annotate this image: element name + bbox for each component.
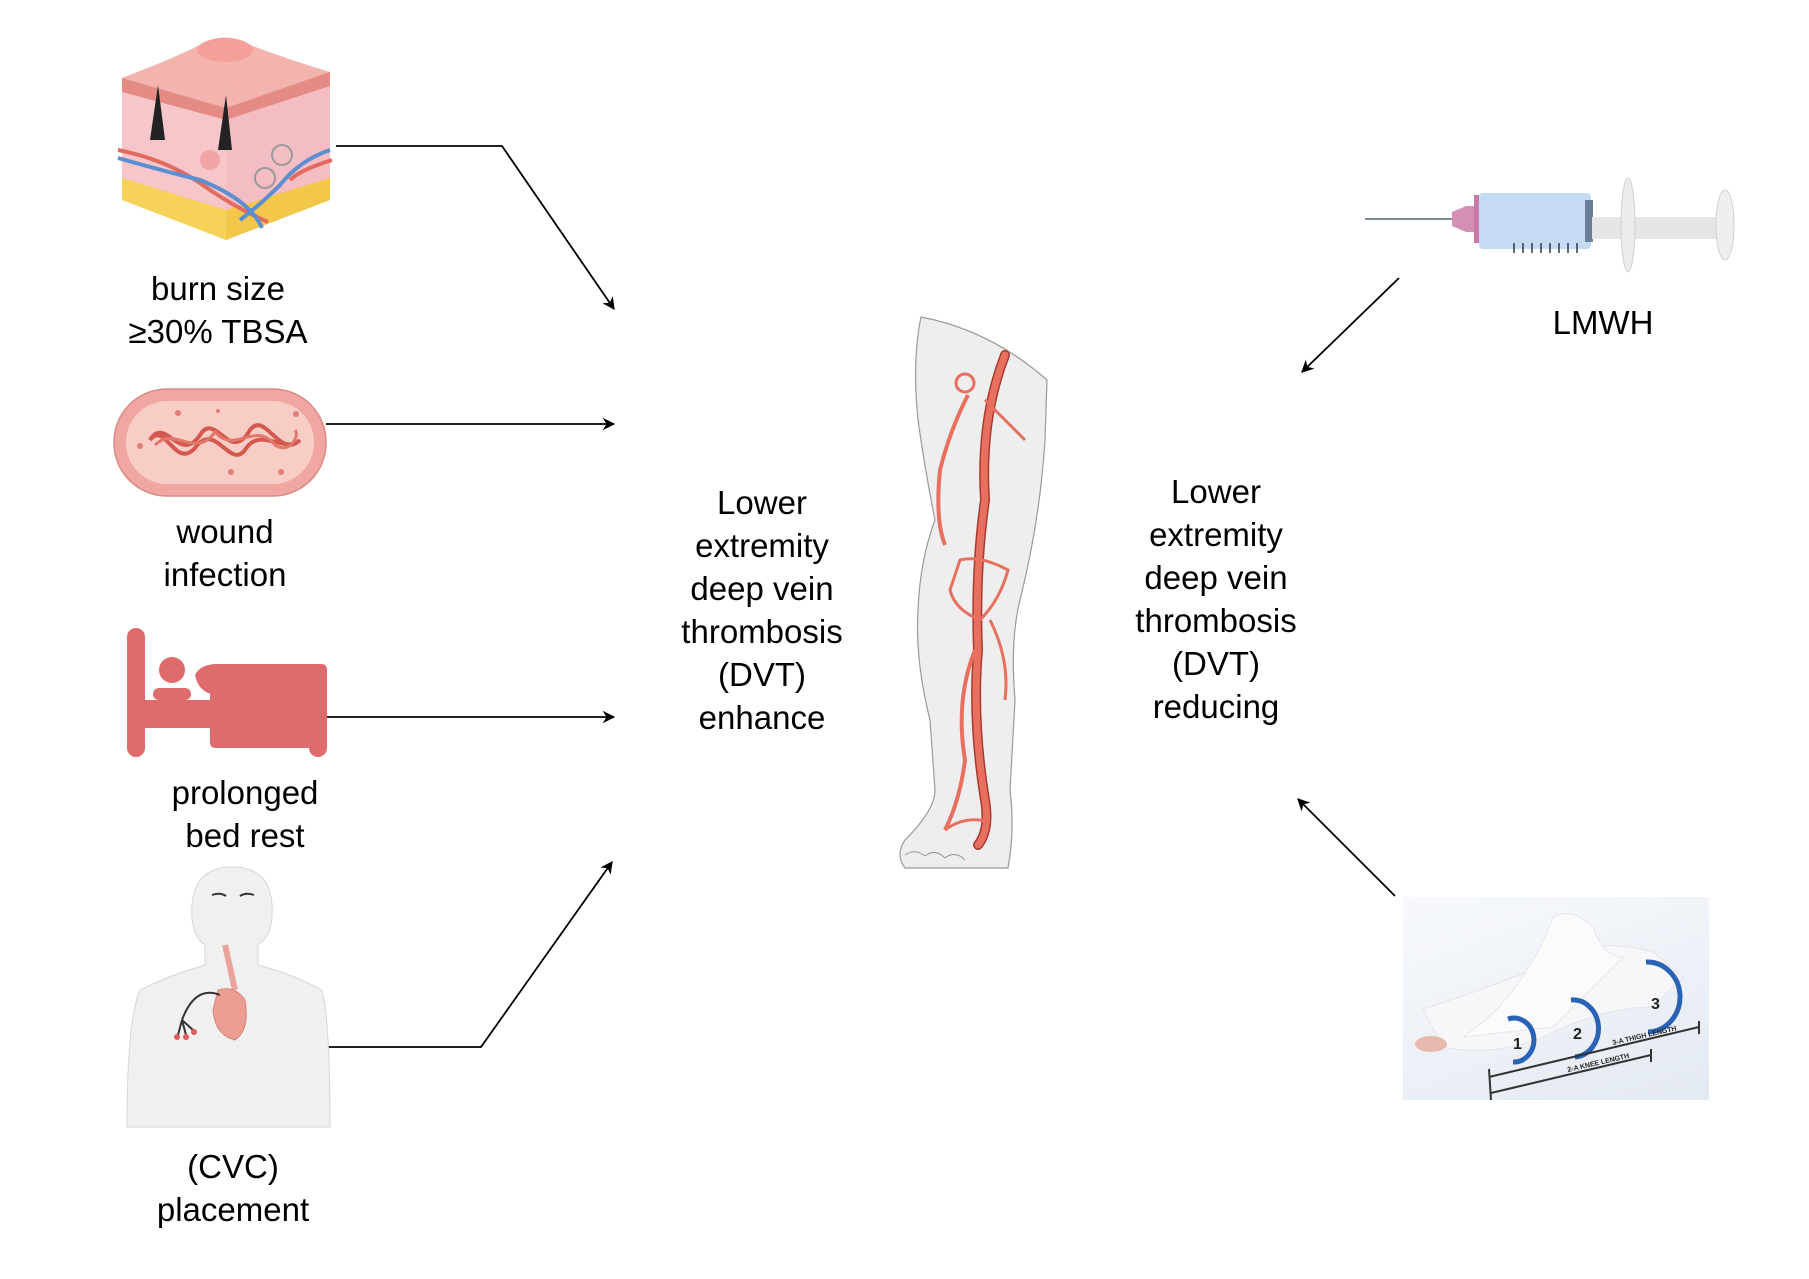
arrow-cvc-to-dvt (320, 860, 613, 1048)
thigh-length-label: 3-A THIGH LENGTH (1612, 1025, 1677, 1047)
label-line: extremity (695, 527, 829, 564)
arrow-lmwh-to-dvt (1301, 277, 1400, 373)
label-burn-size: burn size ≥30% TBSA (129, 267, 308, 353)
label-dvt-enhance: Lower extremity deep vein thrombosis (DV… (681, 481, 842, 739)
label-line: deep vein (690, 570, 834, 607)
label-line: prolonged (171, 774, 319, 811)
label-line: thrombosis (1135, 602, 1297, 639)
label-wound-infection: wound infection (164, 510, 287, 596)
label-line: (CVC) (187, 1148, 279, 1185)
stocking-circle-2: 2 (1573, 1026, 1582, 1043)
label-line: (DVT) (718, 656, 806, 693)
label-line: (DVT) (1172, 645, 1260, 682)
arrow-burn-to-dvt (336, 145, 615, 311)
label-line: bed rest (185, 817, 305, 854)
label-line: wound (176, 513, 274, 550)
label-line: Lower (717, 484, 807, 521)
arrow-stockings-to-dvt (1297, 798, 1396, 897)
stocking-circle-1: 1 (1513, 1036, 1522, 1053)
label-cvc-placement: (CVC) placement (157, 1145, 309, 1231)
label-dvt-reducing: Lower extremity deep vein thrombosis (DV… (1135, 470, 1296, 728)
label-lmwh: LMWH (1553, 301, 1654, 344)
compression-stockings-photo: 1 2 3 3-A THIGH LENGTH 2-A KNEE LENGTH (1403, 897, 1709, 1100)
label-line: enhance (698, 699, 826, 736)
label-prolonged-bed-rest: prolonged bed rest (172, 771, 319, 857)
label-line: placement (156, 1191, 310, 1228)
label-line: thrombosis (681, 613, 843, 650)
label-line: infection (163, 556, 287, 593)
label-line: extremity (1149, 516, 1283, 553)
stocking-circle-3: 3 (1651, 996, 1660, 1013)
label-line: Lower (1171, 473, 1261, 510)
label-line: LMWH (1552, 304, 1654, 341)
label-line: burn size (151, 270, 285, 307)
label-line: deep vein (1144, 559, 1288, 596)
label-line: ≥30% TBSA (128, 313, 308, 350)
label-line: reducing (1152, 688, 1280, 725)
